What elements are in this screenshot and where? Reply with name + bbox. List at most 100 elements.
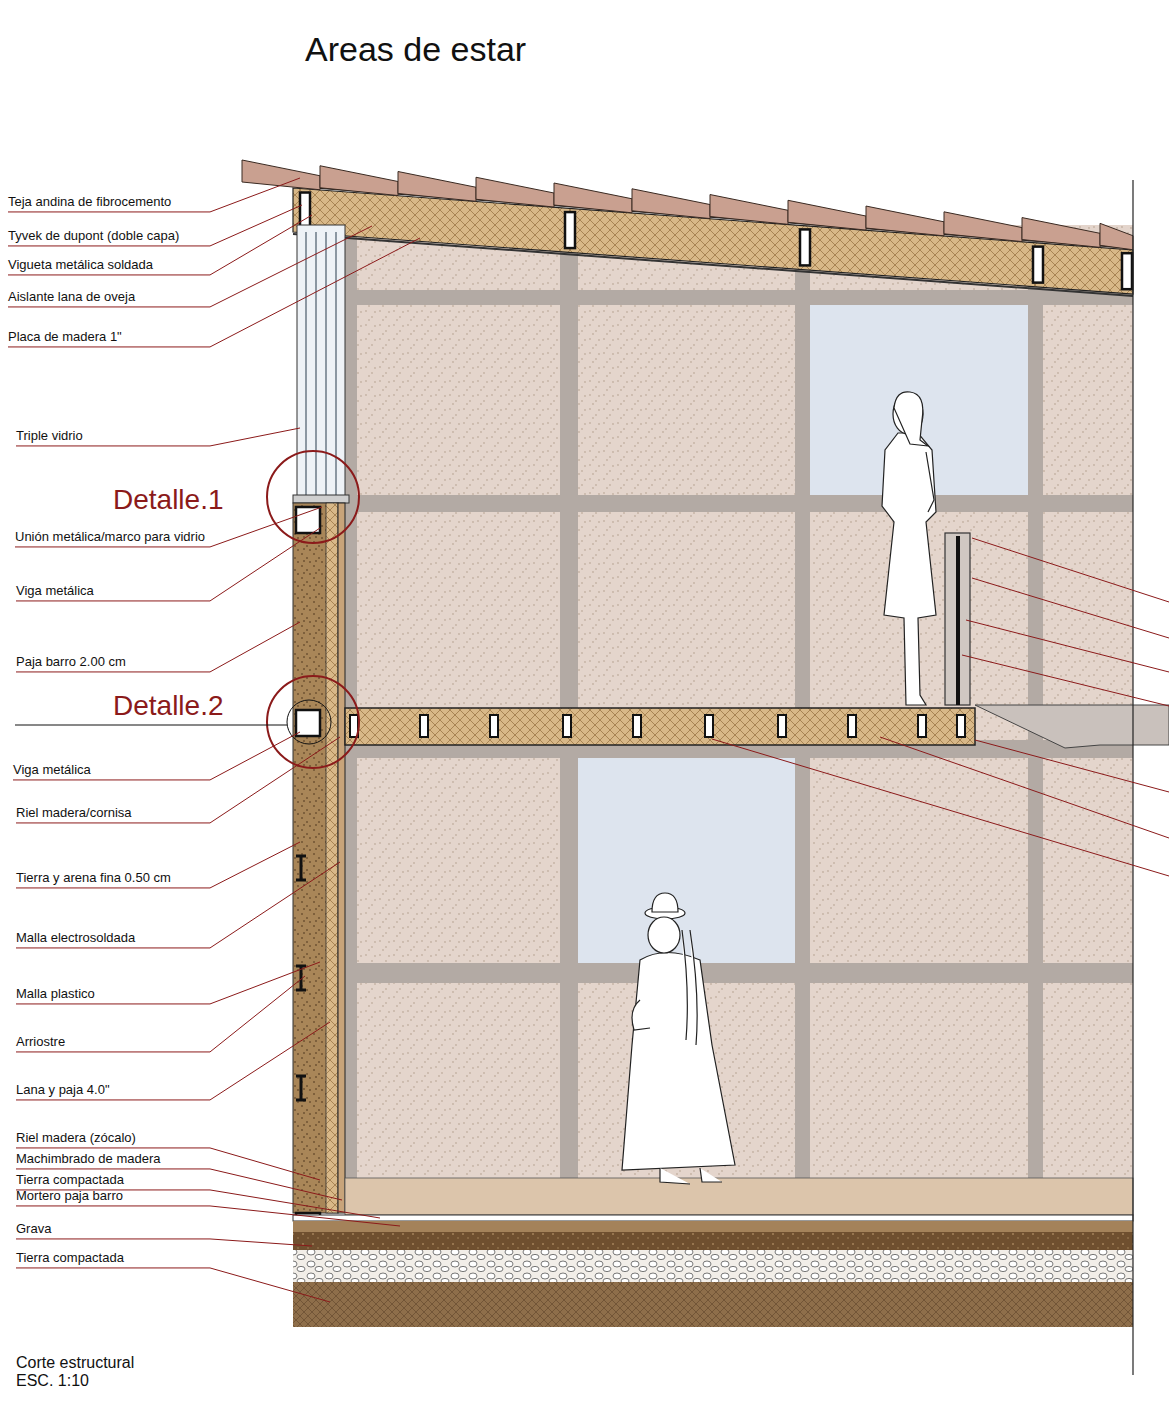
gravel-layer: [293, 1250, 1133, 1282]
part-label: Teja andina de fibrocemento: [8, 195, 171, 210]
steel-joist: [565, 212, 575, 248]
leader-line: [16, 1206, 400, 1226]
roof-tile: [554, 183, 632, 213]
leader-line: [16, 842, 300, 888]
leader-line: [16, 1190, 380, 1218]
detail-circle: [267, 451, 359, 543]
part-label: Riel madera (zócalo): [16, 1131, 136, 1146]
leader-line: [16, 962, 320, 1004]
woman-hair: [894, 392, 928, 446]
steel-joist: [1122, 253, 1132, 289]
cholita-figure: [622, 953, 735, 1171]
illustration: [15, 160, 1169, 1375]
part-label: Aislante lana de oveja: [8, 290, 135, 305]
part-label: Lana y paja 4.0": [16, 1083, 110, 1098]
straw-layer: [326, 503, 338, 1213]
part-label: Mortero paja barro: [16, 1189, 123, 1204]
roof-insulation: [293, 188, 1133, 294]
part-label: Arriostre: [16, 1035, 65, 1050]
balcony-slab: [975, 705, 1169, 748]
title: Areas de estar: [305, 30, 526, 69]
interior-wall: [345, 225, 1133, 1180]
glass-pane-line: [315, 232, 316, 496]
roof-tile: [788, 200, 866, 230]
leader-line: [8, 238, 420, 347]
caption: Corte estructural ESC. 1:10: [16, 1354, 156, 1391]
roof-tile: [1022, 218, 1100, 248]
part-label: Paja barro 2.00 cm: [16, 655, 126, 670]
detail-label: Detalle.1: [113, 484, 224, 516]
brace-section: [296, 1076, 306, 1100]
compacted-earth: [293, 1221, 1133, 1232]
leader-line: [16, 1268, 330, 1302]
cholita-head: [648, 917, 680, 953]
part-label: Viga metálica: [16, 584, 94, 599]
railing: [945, 533, 970, 705]
floor-slab: [345, 708, 975, 745]
section-edge: [1132, 180, 1133, 1375]
part-label: Tierra compactada: [16, 1251, 124, 1266]
leader-line: [16, 528, 320, 601]
wood-rail: [338, 503, 345, 1213]
compacted-soil: [293, 1282, 1133, 1327]
frame-rail: [345, 290, 1133, 305]
leader-line: [16, 1022, 330, 1100]
roof-tile: [710, 195, 788, 225]
frame-rail: [345, 495, 1133, 512]
wood-floor: [345, 1178, 1133, 1215]
slab-joist: [633, 715, 641, 737]
detail-label: Detalle.2: [113, 690, 224, 722]
roof-tile: [476, 177, 554, 207]
leader-line: [8, 226, 372, 307]
part-label: Machimbrado de madera: [16, 1152, 161, 1167]
floor-membrane: [293, 1215, 1133, 1221]
leader-line: [962, 655, 1169, 706]
part-label: Unión metálica/marco para vidrio: [15, 530, 205, 545]
leader-line: [16, 1239, 312, 1246]
leader-line: [8, 205, 302, 246]
roof-tile: [944, 212, 1022, 242]
leader-line: [975, 740, 1169, 792]
leader-line: [8, 178, 300, 212]
slab-joist: [848, 715, 856, 737]
part-label: Riel madera/cornisa: [16, 806, 132, 821]
woman-figure: [882, 433, 936, 705]
leader-line: [880, 737, 1169, 838]
glass-pane-line: [305, 232, 306, 496]
roof-tile: [320, 166, 398, 196]
leader-line: [16, 622, 300, 672]
frame-rail: [345, 963, 1133, 983]
steel-beam: [296, 507, 320, 533]
wood-plate: [293, 234, 1133, 296]
slab-joist: [563, 715, 571, 737]
mud-mortar: [293, 1232, 1133, 1250]
detail-circle: [287, 700, 331, 744]
railing-post: [956, 536, 960, 705]
leader-line: [8, 215, 312, 275]
glass-frame: [293, 495, 349, 503]
roof-tile: [866, 206, 944, 236]
cholita-arm: [632, 1000, 650, 1030]
leader-line: [972, 538, 1169, 602]
part-label: Tierra y arena fina 0.50 cm: [16, 871, 171, 886]
roof-tile: [632, 189, 710, 219]
steel-joist: [800, 229, 810, 265]
detail-circle: [267, 676, 359, 768]
leader-line: [16, 737, 340, 823]
part-label: Grava: [16, 1222, 51, 1237]
steel-joist: [300, 193, 310, 229]
part-label: Malla electrosoldada: [16, 931, 135, 946]
slab-joist: [705, 715, 713, 737]
frame-post: [795, 225, 810, 1180]
part-label: Tyvek de dupont (doble capa): [8, 229, 179, 244]
roof-tile: [398, 172, 476, 202]
slab-joist: [420, 715, 428, 737]
mud-wall: [293, 503, 338, 1213]
steel-joist: [1033, 247, 1043, 283]
feet: [660, 1168, 722, 1184]
part-label: Tierra compactada: [16, 1173, 124, 1188]
frame-post: [560, 225, 578, 1180]
part-label: Placa de madera 1": [8, 330, 122, 345]
brace-section: [296, 856, 306, 880]
